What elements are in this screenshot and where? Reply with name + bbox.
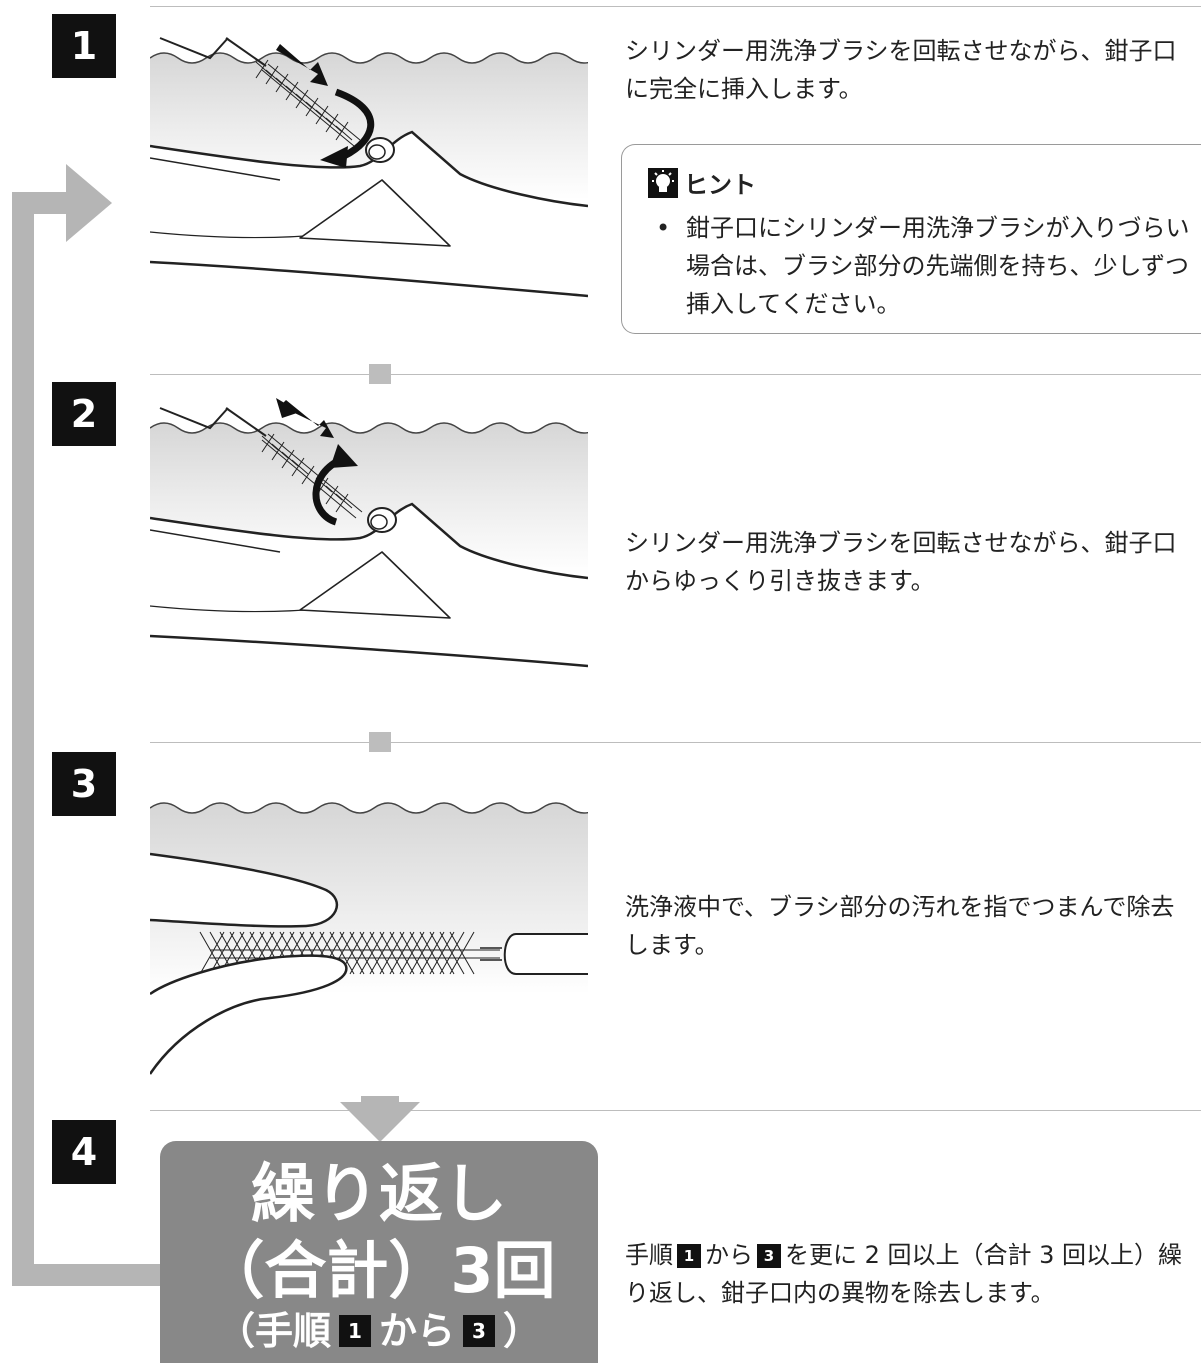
step-number-badge: 3 <box>52 752 116 816</box>
step-2-illustration <box>150 384 588 674</box>
step-1-illustration <box>150 0 588 310</box>
hint-header: ヒント <box>648 165 756 200</box>
step-connector <box>369 364 391 384</box>
step-1-description: シリンダー用洗浄ブラシを回転させながら、鉗子口に完全に挿入します。 <box>625 37 1177 103</box>
step-connector <box>369 732 391 752</box>
repeat-steps-middle: から <box>378 1309 455 1353</box>
step-4-text-before: 手順 <box>625 1241 673 1269</box>
step-number-badge: 1 <box>52 14 116 78</box>
repeat-steps: （手順 1 から 3 ） <box>160 1307 598 1355</box>
step-number-badge: 2 <box>52 382 116 446</box>
step-3-description: 洗浄液中で、ブラシ部分の汚れを指でつまんで除去します。 <box>625 893 1175 959</box>
loop-arrow-shaft <box>12 208 34 1282</box>
divider-step-4 <box>150 1110 1201 1111</box>
step-ref-badge: 3 <box>757 1244 781 1268</box>
step-ref-badge: 1 <box>338 1315 371 1347</box>
hint-text: • 鉗子口にシリンダー用洗浄ブラシが入りづらい場合は、ブラシ部分の先端側を持ち、… <box>656 209 1196 323</box>
hint-bullet: • <box>656 214 671 242</box>
loop-arrow-head-icon <box>66 164 112 242</box>
repeat-title: 繰り返し <box>251 1158 507 1232</box>
step-ref-badge: 3 <box>463 1315 495 1347</box>
step-2-description: シリンダー用洗浄ブラシを回転させながら、鉗子口からゆっくり引き抜きます。 <box>625 529 1177 595</box>
repeat-steps-prefix: （手順 <box>216 1309 331 1353</box>
repeat-count: （合計）3回 <box>202 1234 556 1307</box>
divider-step-2 <box>150 374 1201 375</box>
loop-arrow-bottom <box>12 1264 160 1286</box>
step-3-illustration <box>150 784 588 1084</box>
hint-box: ヒント • 鉗子口にシリンダー用洗浄ブラシが入りづらい場合は、ブラシ部分の先端側… <box>621 144 1201 334</box>
step-ref-badge: 1 <box>677 1244 701 1268</box>
divider-step-3 <box>150 742 1201 743</box>
repeat-steps-suffix: ） <box>503 1309 542 1353</box>
hint-title: ヒント <box>684 171 756 199</box>
repeat-callout: 繰り返し （合計）3回 （手順 1 から 3 ） <box>160 1141 598 1363</box>
hint-body: 鉗子口にシリンダー用洗浄ブラシが入りづらい場合は、ブラシ部分の先端側を持ち、少し… <box>686 214 1190 318</box>
step-number-badge: 4 <box>52 1120 116 1184</box>
down-arrow-icon <box>340 1096 420 1142</box>
loop-arrow-top <box>12 192 70 214</box>
step-4-text-between: から <box>705 1241 753 1269</box>
step-4-text-after: を更に 2 回以上（合計 3 回以上）繰り返し、鉗子口内の異物を除去します。 <box>625 1241 1183 1307</box>
divider-step-1 <box>150 6 1201 7</box>
lightbulb-icon <box>648 167 678 198</box>
